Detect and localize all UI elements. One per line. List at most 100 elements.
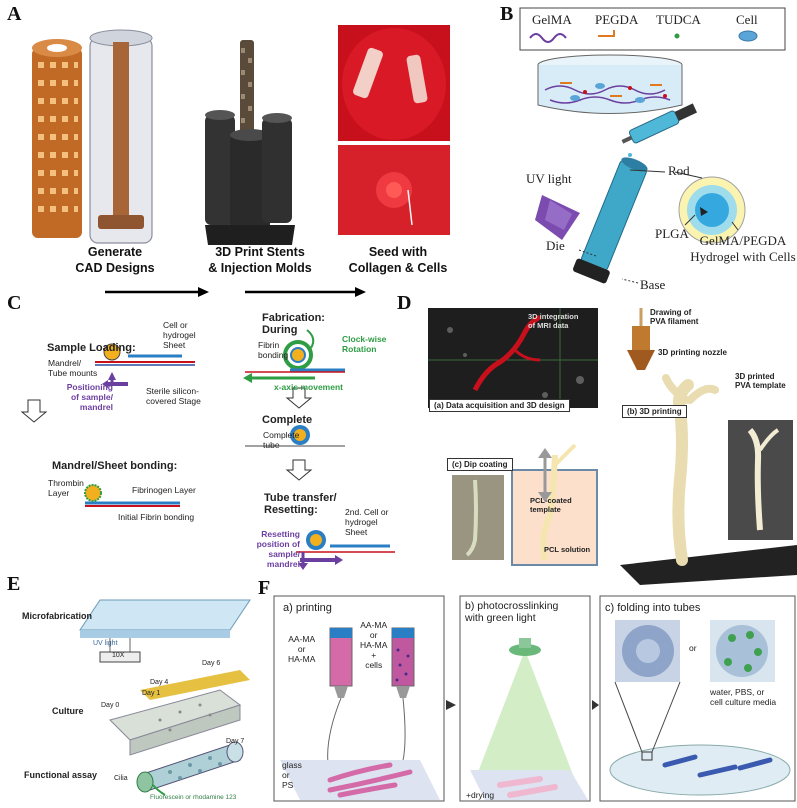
panel-d-graphics xyxy=(428,308,797,585)
cad-injection-mold xyxy=(89,29,153,244)
b-title-line1: b) photocrosslinking xyxy=(465,600,559,612)
c-fabrication: Fabrication: During xyxy=(262,312,325,336)
label-rod: Rod xyxy=(668,163,690,178)
cell-sheet-line2: hydrogel xyxy=(163,330,196,340)
legend-cell: Cell xyxy=(736,12,758,27)
printed-line1: 3D printed xyxy=(735,372,775,381)
step1-line1: Generate xyxy=(87,245,143,259)
glass-line1: glass xyxy=(282,760,302,770)
e-microfabrication: Microfabrication xyxy=(22,611,93,621)
step1-line2: CAD Designs xyxy=(75,260,155,275)
e-functional: Functional assay xyxy=(24,770,98,780)
cell-sheet-line1: Cell or xyxy=(163,320,188,330)
d-printed-template: 3D printed PVA template xyxy=(735,372,786,390)
d-pcl-solution: PCL solution xyxy=(544,545,591,554)
drawing-line1: Drawing of xyxy=(650,308,692,317)
thrombin-line1: Thrombin xyxy=(48,478,84,488)
positioning-line2: of sample/ xyxy=(70,392,113,402)
fabrication-line1: Fabrication: xyxy=(262,312,325,324)
clockwise-line1: Clock-wise xyxy=(342,334,387,344)
drawing-line2: PVA filament xyxy=(650,317,699,326)
step-3d-print: 3D Print Stents & Injection Molds xyxy=(190,245,330,276)
mri-line2: of MRI data xyxy=(528,321,569,330)
c-sterile-stage: Sterile silicon- covered Stage xyxy=(146,386,201,406)
step2-line1: 3D Print Stents xyxy=(215,245,305,259)
d-caption-b: (b) 3D printing xyxy=(622,405,687,418)
cell-sheet-line3: Sheet xyxy=(163,340,186,350)
printed-stents-molds xyxy=(205,40,295,245)
glass-line2: or xyxy=(282,770,290,780)
panel-a-letter: A xyxy=(7,3,22,25)
c-fibrin-bonding: Fibrin bonding xyxy=(258,340,288,360)
panel-e-graphics xyxy=(79,599,251,796)
e-day6: Day 6 xyxy=(202,660,221,667)
c-second-sheet: 2nd. Cell or hydrogel Sheet xyxy=(345,507,388,537)
printed-line2: PVA template xyxy=(735,381,786,390)
f-b-title: b) photocrosslinking with green light xyxy=(465,600,558,624)
pcl-coated-line2: template xyxy=(530,505,561,514)
d-drawing-pva: Drawing of PVA filament xyxy=(650,308,698,326)
panel-b-letter: B xyxy=(500,3,514,25)
d-caption-a: (a) Data acquisition and 3D design xyxy=(429,399,570,412)
legend-gelma: GelMA xyxy=(532,12,572,27)
label-base: Base xyxy=(640,277,666,292)
d-mri-label: 3D integration of MRI data xyxy=(528,312,578,330)
complete-tube-line2: tube xyxy=(263,440,280,450)
c-x-axis: x-axis movement xyxy=(274,382,343,392)
step2-line2: & Injection Molds xyxy=(208,260,312,275)
panel-c-graphics xyxy=(20,329,395,570)
e-day4: Day 4 xyxy=(150,679,169,686)
f-glass: glass or PS xyxy=(282,760,302,790)
panel-a-graphics xyxy=(32,25,450,297)
media-line1: water, PBS, or xyxy=(710,687,765,697)
f-or: or xyxy=(689,643,697,653)
c-sample-loading: Sample Loading: xyxy=(47,342,136,354)
step-seed-cells: Seed with Collagen & Cells xyxy=(328,245,468,276)
step-generate-cad: Generate CAD Designs xyxy=(55,245,175,276)
f-ink1: AA-MA or HA-MA xyxy=(288,634,315,664)
tube-transfer-line1: Tube transfer/ xyxy=(264,492,337,504)
pcl-coated-line1: PCL-coated xyxy=(530,496,572,505)
complete-tube-line1: Complete xyxy=(263,430,300,440)
resetting-line2: position of xyxy=(256,539,300,549)
e-day7: Day 7 xyxy=(226,738,245,745)
seeded-dish-top xyxy=(338,25,450,141)
label-uv-light: UV light xyxy=(526,171,572,186)
e-culture: Culture xyxy=(52,706,84,716)
mandrel-mounts-line1: Mandrel/ xyxy=(48,358,82,368)
f-drying: +drying xyxy=(466,790,495,800)
c-cell-sheet: Cell or hydrogel Sheet xyxy=(163,320,196,350)
positioning-line3: mandrel xyxy=(79,402,113,412)
panel-e-letter: E xyxy=(7,573,21,595)
resetting-line3: sample/ xyxy=(268,549,300,559)
d-nozzle: 3D printing nozzle xyxy=(658,348,727,357)
media-line2: cell culture media xyxy=(710,697,777,707)
f-ink2: AA-MA or HA-MA + cells xyxy=(360,620,387,670)
c-fibrinogen: Fibrinogen Layer xyxy=(132,485,196,495)
ink1-line1: AA-MA xyxy=(288,634,316,644)
c-complete-tube: Complete tube xyxy=(263,430,299,450)
d-caption-c: (c) Dip coating xyxy=(447,458,513,471)
d-pcl-coated: PCL-coated template xyxy=(530,496,572,514)
c-positioning: Positioning of sample/ mandrel xyxy=(58,382,113,412)
e-mag: 10X xyxy=(112,652,125,659)
panel-c-letter: C xyxy=(7,292,22,314)
positioning-line1: Positioning xyxy=(66,382,113,392)
ink2-line2: or xyxy=(369,630,378,640)
c-clockwise: Clock-wise Rotation xyxy=(342,334,386,354)
c-mandrel-bonding: Mandrel/Sheet bonding: xyxy=(52,460,178,472)
label-hydrogel: GelMA/PEGDA Hydrogel with Cells xyxy=(688,233,797,265)
c-tube-transfer: Tube transfer/ Resetting: xyxy=(264,492,337,516)
fibrin-bonding-line2: bonding xyxy=(258,350,289,360)
sterile-line2: covered Stage xyxy=(146,396,201,406)
fabrication-line2: During xyxy=(262,324,298,336)
e-cilia: Cilia xyxy=(114,775,128,782)
panel-f-graphics xyxy=(273,595,796,802)
tube-transfer-line2: Resetting: xyxy=(264,504,318,516)
glass-line3: PS xyxy=(282,780,294,790)
ink2-line5: cells xyxy=(365,660,383,670)
ink2-line4: + xyxy=(371,650,377,660)
c-initial-fibrin: Initial Fibrin bonding xyxy=(118,512,195,522)
legend-pegda: PEGDA xyxy=(595,12,639,27)
c-resetting: Resetting position of sample/ mandrel xyxy=(250,529,300,569)
